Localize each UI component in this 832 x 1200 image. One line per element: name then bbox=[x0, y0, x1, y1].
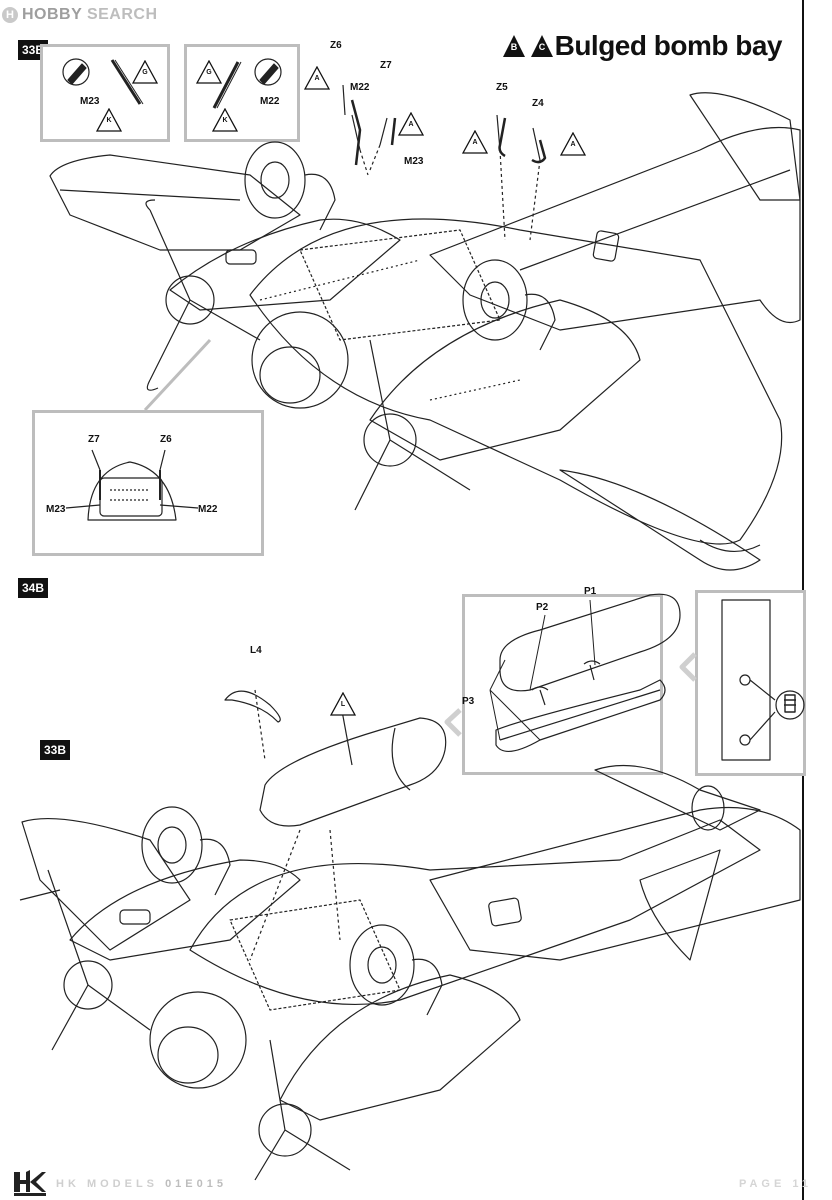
aircraft-step33 bbox=[49, 92, 801, 571]
marker-a-icon: A bbox=[303, 65, 331, 90]
inset-label-z6: Z6 bbox=[160, 434, 172, 445]
marker-b-icon: B bbox=[502, 34, 526, 58]
title-markers: B C bbox=[502, 34, 554, 58]
label-z5: Z5 bbox=[496, 82, 508, 93]
marker-g-icon: G bbox=[131, 59, 159, 84]
label-p1: P1 bbox=[584, 586, 597, 597]
tank-side-detail-box bbox=[695, 590, 806, 776]
label-z7: Z7 bbox=[380, 60, 392, 71]
label-p3: P3 bbox=[462, 696, 475, 707]
knife-icon bbox=[254, 58, 282, 86]
inset-label-z7: Z7 bbox=[88, 434, 100, 445]
label-m22: M22 bbox=[350, 82, 370, 93]
fuel-tank-detail-box bbox=[462, 594, 663, 775]
footer-code: 01E015 bbox=[165, 1178, 227, 1190]
inset-label-m22: M22 bbox=[198, 504, 218, 515]
label-p2: P2 bbox=[536, 602, 549, 613]
marker-k-icon: K bbox=[211, 107, 239, 132]
marker-a-icon: A bbox=[559, 131, 587, 156]
label-m23: M23 bbox=[404, 156, 424, 167]
detail-left-label-m23: M23 bbox=[80, 96, 100, 107]
step-34b-badge: 34B bbox=[18, 578, 48, 598]
aircraft-step34 bbox=[19, 764, 801, 1181]
footer-brand-text: HK MODELS bbox=[56, 1178, 158, 1190]
footer-brand: HK MODELS 01E015 bbox=[56, 1178, 227, 1190]
knife-icon bbox=[62, 58, 90, 86]
marker-c-icon: C bbox=[530, 34, 554, 58]
hobbysearch-watermark: H HOBBY SEARCH bbox=[2, 4, 158, 26]
page-number: PAGE 11 bbox=[738, 1178, 812, 1190]
marker-k-icon: K bbox=[95, 107, 123, 132]
page-title: Bulged bomb bay bbox=[554, 30, 783, 61]
hk-models-logo-icon bbox=[14, 1170, 46, 1196]
detail-box-right bbox=[184, 44, 300, 142]
watermark-search: SEARCH bbox=[82, 6, 158, 23]
marker-g-icon: G bbox=[195, 59, 223, 84]
inset-detail-box bbox=[32, 410, 264, 556]
marker-a-icon: A bbox=[461, 129, 489, 154]
label-z4: Z4 bbox=[532, 98, 544, 109]
label-z6: Z6 bbox=[330, 40, 342, 51]
watermark-hobby: HOBBY bbox=[22, 6, 82, 23]
inset-bay-detail bbox=[65, 449, 199, 521]
step-ref-33b-badge: 33B bbox=[40, 740, 70, 760]
marker-l-icon: L bbox=[329, 691, 357, 716]
marker-a-icon: A bbox=[397, 111, 425, 136]
bulged-bay-part bbox=[259, 699, 447, 827]
part-l4-shape bbox=[224, 690, 281, 723]
detail-right-label-m22: M22 bbox=[260, 96, 280, 107]
inset-label-m23: M23 bbox=[46, 504, 66, 515]
label-l4: L4 bbox=[250, 645, 262, 656]
hobbysearch-logo-icon: H bbox=[2, 7, 18, 23]
